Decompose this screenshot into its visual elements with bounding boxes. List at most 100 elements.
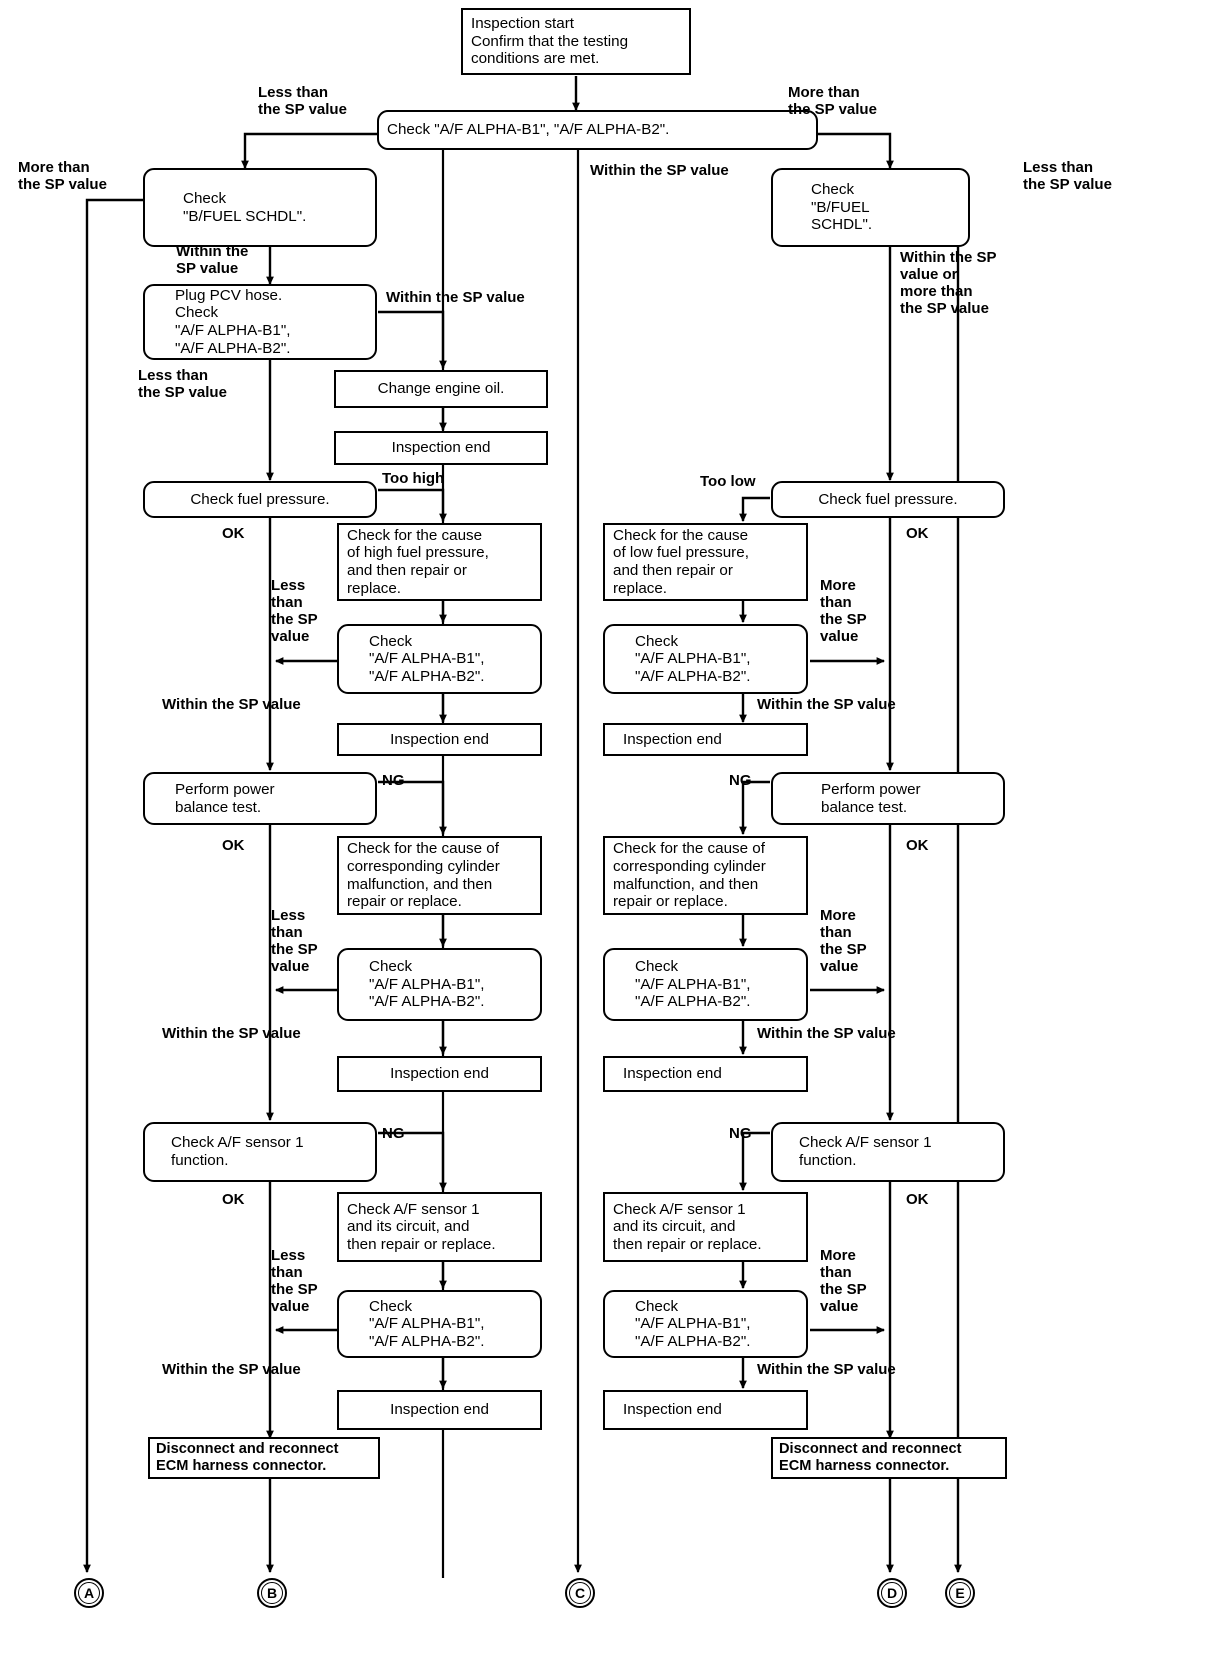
node-ecm-harness-right-text: Disconnect and reconnect ECM harness con…	[779, 1441, 962, 1474]
edge-label-ok-pb-left: OK	[222, 837, 245, 854]
node-plug-pcv-hose[interactable]: Plug PCV hose. Check "A/F ALPHA-B1", "A/…	[143, 284, 377, 360]
node-cause-low-fuel-pressure-text: Check for the cause of low fuel pressure…	[613, 526, 749, 597]
edge-label-more-than-sp-far-left: More than the SP value	[18, 159, 107, 193]
node-af-circuit-left-text: Check A/F sensor 1 and its circuit, and …	[347, 1200, 496, 1253]
edge-label-within-sp-fp-left: Within the SP value	[162, 696, 301, 713]
node-inspection-end-fp-right[interactable]: Inspection end	[603, 723, 808, 756]
terminal-b-label: B	[266, 1585, 278, 1601]
terminal-d-label: D	[886, 1585, 898, 1601]
edge-label-ok-af-left: OK	[222, 1191, 245, 1208]
node-af-sensor-function-right[interactable]: Check A/F sensor 1 function.	[771, 1122, 1005, 1182]
edge-label-less-than-sp-fp-left: Less than the SP value	[271, 577, 318, 645]
node-check-alpha-pb-right-text: Check "A/F ALPHA-B1", "A/F ALPHA-B2".	[635, 958, 751, 1011]
edge-label-within-or-more-right-bfuel: Within the SP value or more than the SP …	[900, 249, 997, 317]
edge-label-within-sp-pcv: Within the SP value	[386, 289, 525, 306]
terminal-c[interactable]: C	[565, 1578, 595, 1608]
node-inspection-end-fp-right-text: Inspection end	[623, 730, 722, 748]
node-ecm-harness-right[interactable]: Disconnect and reconnect ECM harness con…	[771, 1437, 1007, 1479]
edge-label-less-than-sp-pcv: Less than the SP value	[138, 367, 227, 401]
node-check-fuel-pressure-right-text: Check fuel pressure.	[818, 490, 958, 508]
node-af-circuit-right[interactable]: Check A/F sensor 1 and its circuit, and …	[603, 1192, 808, 1262]
node-bfuel-schdl-right-text: Check "B/FUEL SCHDL".	[811, 181, 873, 234]
edge-label-within-sp-mid: Within the SP value	[590, 162, 729, 179]
edge-label-within-sp-pb-left: Within the SP value	[162, 1025, 301, 1042]
node-cause-cylinder-left-text: Check for the cause of corresponding cyl…	[347, 840, 500, 911]
node-check-alpha-pb-right[interactable]: Check "A/F ALPHA-B1", "A/F ALPHA-B2".	[603, 948, 808, 1021]
edge-label-less-than-sp-far-right: Less than the SP value	[1023, 159, 1112, 193]
terminal-e[interactable]: E	[945, 1578, 975, 1608]
edge-label-more-than-sp-pb-right: More than the SP value	[820, 907, 867, 975]
node-inspection-end-af-left-text: Inspection end	[390, 1401, 489, 1419]
edge-label-too-high: Too high	[382, 470, 445, 487]
edge-label-ng-pb-left: NG	[382, 772, 405, 789]
node-inspection-end-af-right-text: Inspection end	[623, 1401, 722, 1419]
node-cause-cylinder-left[interactable]: Check for the cause of corresponding cyl…	[337, 836, 542, 915]
node-plug-pcv-hose-text: Plug PCV hose. Check "A/F ALPHA-B1", "A/…	[175, 286, 291, 357]
node-power-balance-left[interactable]: Perform power balance test.	[143, 772, 377, 825]
edge-label-within-sp-left-bfuel: Within the SP value	[176, 243, 249, 277]
edge-label-more-than-sp-af-right: More than the SP value	[820, 1247, 867, 1315]
node-check-alpha-af-left[interactable]: Check "A/F ALPHA-B1", "A/F ALPHA-B2".	[337, 1290, 542, 1358]
node-check-alpha-af-left-text: Check "A/F ALPHA-B1", "A/F ALPHA-B2".	[369, 1297, 485, 1350]
node-check-alpha-fp-right-text: Check "A/F ALPHA-B1", "A/F ALPHA-B2".	[635, 632, 751, 685]
node-inspection-start[interactable]: Inspection start Confirm that the testin…	[461, 8, 691, 75]
node-bfuel-schdl-left-text: Check "B/FUEL SCHDL".	[183, 189, 307, 225]
node-check-fuel-pressure-left-text: Check fuel pressure.	[190, 490, 330, 508]
edge-label-ok-fp-right: OK	[906, 525, 929, 542]
edge-label-ok-pb-right: OK	[906, 837, 929, 854]
node-power-balance-right[interactable]: Perform power balance test.	[771, 772, 1005, 825]
edge-label-ng-af-right: NG	[729, 1125, 752, 1142]
node-check-alpha-fp-left[interactable]: Check "A/F ALPHA-B1", "A/F ALPHA-B2".	[337, 624, 542, 694]
node-inspection-end-fp-left[interactable]: Inspection end	[337, 723, 542, 756]
node-inspection-end-af-left[interactable]: Inspection end	[337, 1390, 542, 1430]
edge-label-within-sp-fp-right: Within the SP value	[757, 696, 896, 713]
node-change-engine-oil[interactable]: Change engine oil.	[334, 370, 548, 408]
node-check-alpha-main-text: Check "A/F ALPHA-B1", "A/F ALPHA-B2".	[387, 121, 670, 139]
edge-label-ng-pb-right: NG	[729, 772, 752, 789]
node-cause-cylinder-right[interactable]: Check for the cause of corresponding cyl…	[603, 836, 808, 915]
node-af-circuit-left[interactable]: Check A/F sensor 1 and its circuit, and …	[337, 1192, 542, 1262]
node-cause-high-fuel-pressure-text: Check for the cause of high fuel pressur…	[347, 526, 489, 597]
node-check-alpha-pb-left-text: Check "A/F ALPHA-B1", "A/F ALPHA-B2".	[369, 958, 485, 1011]
terminal-d[interactable]: D	[877, 1578, 907, 1608]
node-ecm-harness-left[interactable]: Disconnect and reconnect ECM harness con…	[148, 1437, 380, 1479]
node-cause-low-fuel-pressure[interactable]: Check for the cause of low fuel pressure…	[603, 523, 808, 601]
terminal-a-label: A	[83, 1585, 95, 1601]
node-power-balance-left-text: Perform power balance test.	[175, 780, 275, 816]
node-af-sensor-function-left-text: Check A/F sensor 1 function.	[171, 1134, 304, 1169]
edge-label-ok-af-right: OK	[906, 1191, 929, 1208]
node-check-alpha-main[interactable]: Check "A/F ALPHA-B1", "A/F ALPHA-B2".	[377, 110, 818, 150]
node-cause-high-fuel-pressure[interactable]: Check for the cause of high fuel pressur…	[337, 523, 542, 601]
node-af-sensor-function-left[interactable]: Check A/F sensor 1 function.	[143, 1122, 377, 1182]
node-af-sensor-function-right-text: Check A/F sensor 1 function.	[799, 1134, 932, 1169]
node-inspection-end-fp-left-text: Inspection end	[390, 730, 489, 748]
node-check-fuel-pressure-right[interactable]: Check fuel pressure.	[771, 481, 1005, 518]
edge-label-ok-fp-left: OK	[222, 525, 245, 542]
edge-label-less-than-sp-pb-left: Less than the SP value	[271, 907, 318, 975]
edge-label-within-sp-pb-right: Within the SP value	[757, 1025, 896, 1042]
node-inspection-end-pb-right-text: Inspection end	[623, 1065, 722, 1083]
node-bfuel-schdl-right[interactable]: Check "B/FUEL SCHDL".	[771, 168, 970, 247]
node-bfuel-schdl-left[interactable]: Check "B/FUEL SCHDL".	[143, 168, 377, 247]
node-inspection-end-af-right[interactable]: Inspection end	[603, 1390, 808, 1430]
node-inspection-end-pb-left[interactable]: Inspection end	[337, 1056, 542, 1092]
node-inspection-end-pb-right[interactable]: Inspection end	[603, 1056, 808, 1092]
node-inspection-start-text: Inspection start Confirm that the testin…	[471, 15, 629, 68]
node-check-alpha-af-right[interactable]: Check "A/F ALPHA-B1", "A/F ALPHA-B2".	[603, 1290, 808, 1358]
node-ecm-harness-left-text: Disconnect and reconnect ECM harness con…	[156, 1441, 339, 1474]
terminal-e-label: E	[955, 1585, 965, 1601]
edge-label-less-than-sp-top-left: Less than the SP value	[258, 84, 347, 118]
edge-label-more-than-sp-fp-right: More than the SP value	[820, 577, 867, 645]
node-af-circuit-right-text: Check A/F sensor 1 and its circuit, and …	[613, 1200, 762, 1253]
edge-label-ng-af-left: NG	[382, 1125, 405, 1142]
node-change-engine-oil-text: Change engine oil.	[377, 380, 505, 398]
terminal-c-label: C	[574, 1585, 586, 1601]
node-check-fuel-pressure-left[interactable]: Check fuel pressure.	[143, 481, 377, 518]
edge-label-within-sp-af-left: Within the SP value	[162, 1361, 301, 1378]
node-check-alpha-fp-right[interactable]: Check "A/F ALPHA-B1", "A/F ALPHA-B2".	[603, 624, 808, 694]
node-inspection-end-oil[interactable]: Inspection end	[334, 431, 548, 465]
node-check-alpha-pb-left[interactable]: Check "A/F ALPHA-B1", "A/F ALPHA-B2".	[337, 948, 542, 1021]
terminal-a[interactable]: A	[74, 1578, 104, 1608]
terminal-b[interactable]: B	[257, 1578, 287, 1608]
